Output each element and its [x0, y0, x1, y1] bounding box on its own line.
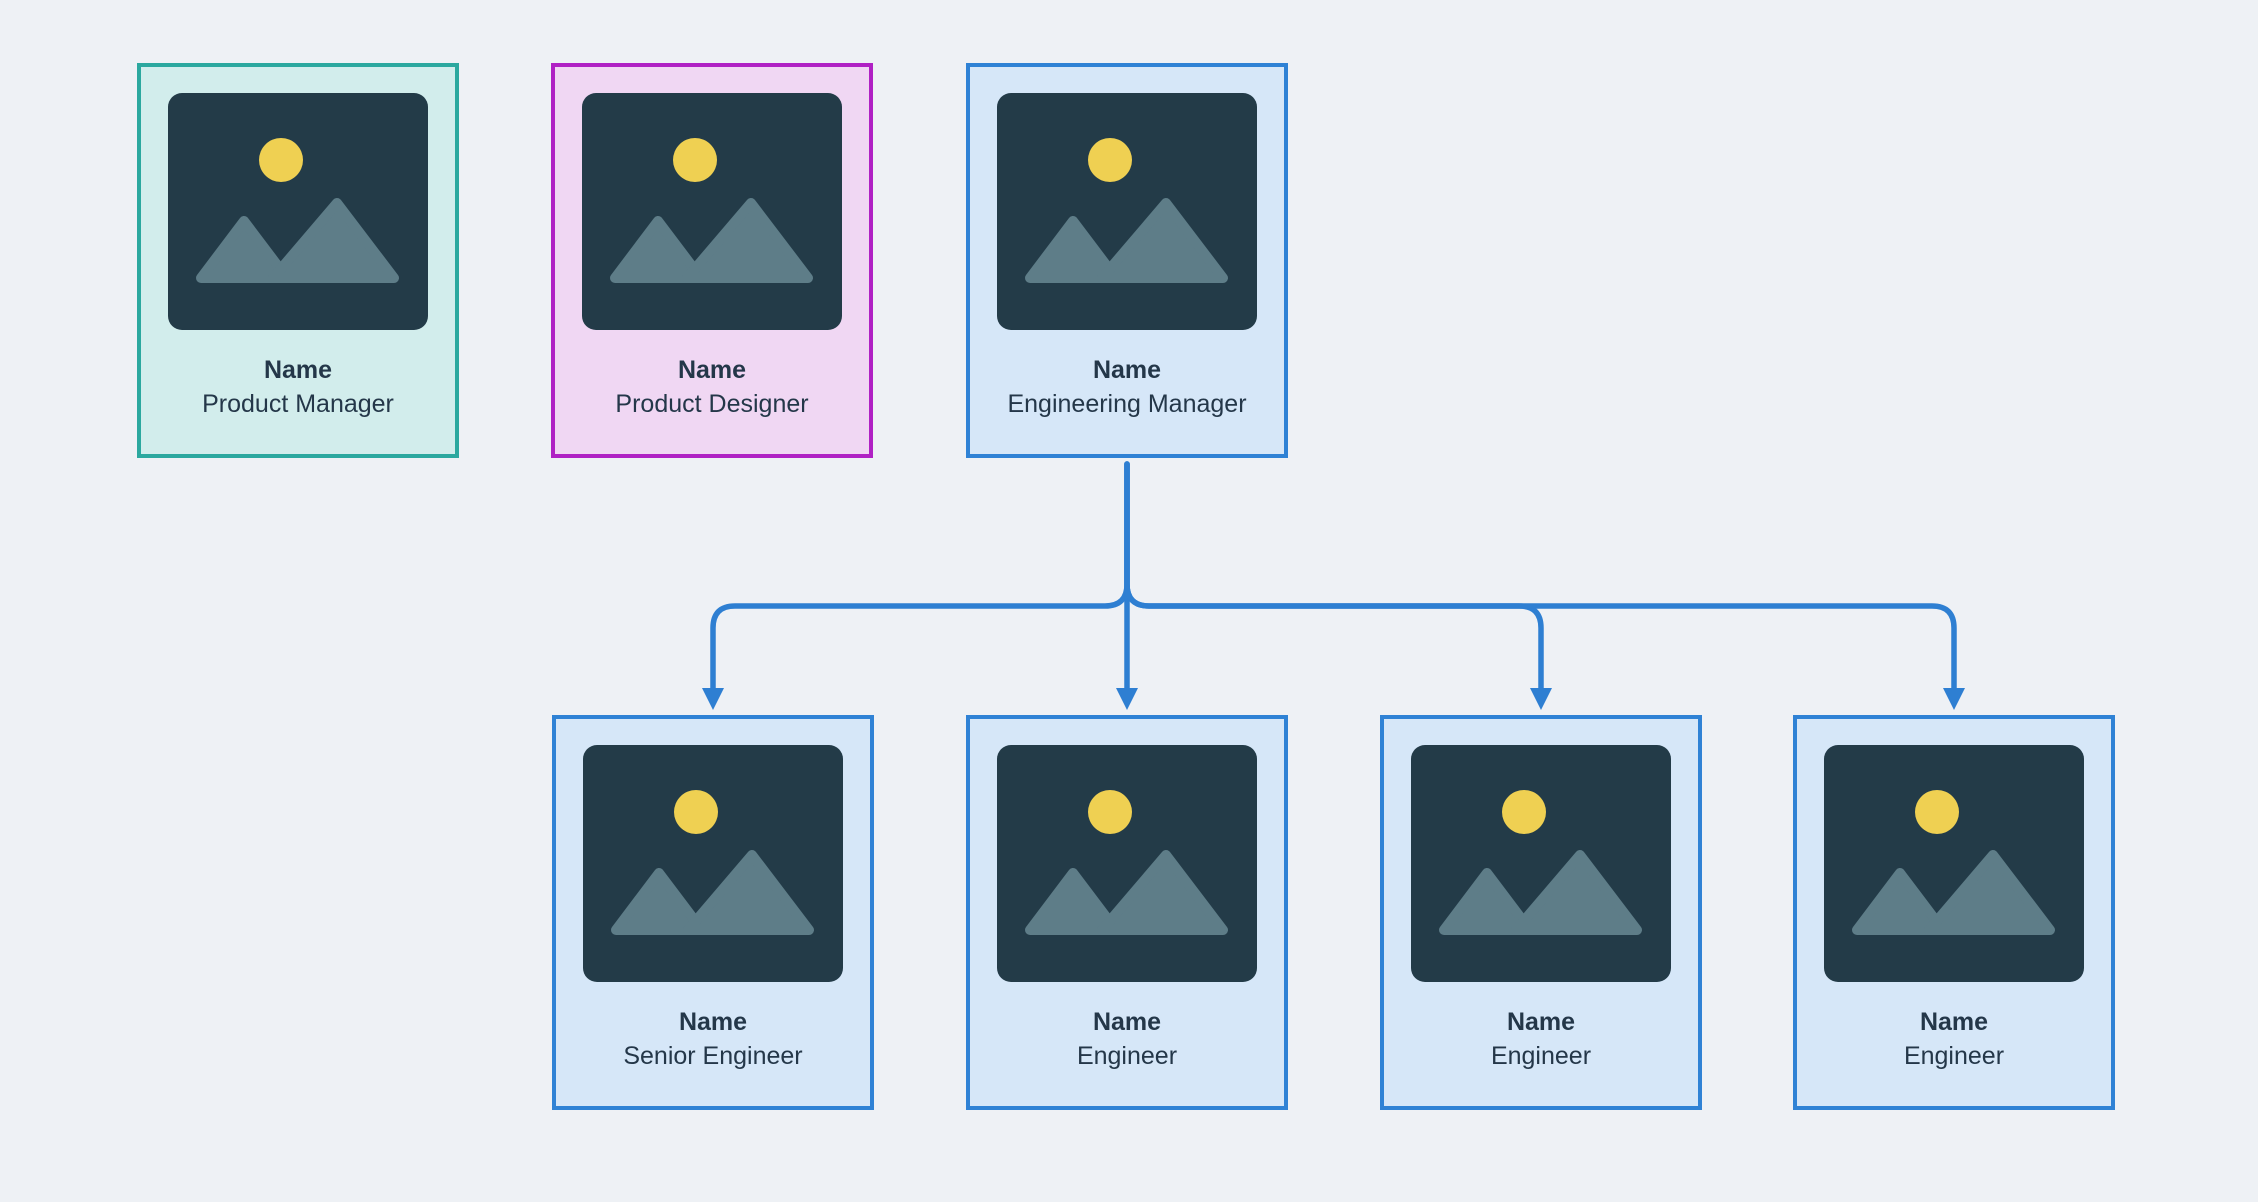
member-name: Name: [677, 356, 747, 384]
org-card-engineer-3[interactable]: Name Engineer: [1793, 715, 2115, 1110]
image-placeholder-icon: [1411, 745, 1671, 982]
member-role: Senior Engineer: [623, 1042, 803, 1070]
arrowhead-icon: [1530, 688, 1552, 710]
member-name: Name: [1506, 1008, 1576, 1036]
arrowhead-icon: [1943, 688, 1965, 710]
image-placeholder-icon: [1824, 745, 2084, 982]
member-name: Name: [263, 356, 333, 384]
member-role: Engineer: [1076, 1042, 1178, 1070]
image-placeholder-icon: [997, 93, 1257, 330]
image-placeholder-icon: [997, 745, 1257, 982]
connector-em-to-engineer-3: [1124, 461, 1957, 691]
org-card-senior-engineer[interactable]: Name Senior Engineer: [552, 715, 874, 1110]
member-name: Name: [1092, 1008, 1162, 1036]
org-card-engineering-manager[interactable]: Name Engineering Manager: [966, 63, 1288, 458]
org-card-product-manager[interactable]: Name Product Manager: [137, 63, 459, 458]
member-name: Name: [1092, 356, 1162, 384]
connector-em-to-senior-engineer: [710, 461, 1130, 691]
member-name: Name: [678, 1008, 748, 1036]
member-role: Engineer: [1903, 1042, 2005, 1070]
image-placeholder-icon: [583, 745, 843, 982]
member-role: Product Designer: [615, 390, 809, 418]
member-role: Engineering Manager: [1007, 390, 1247, 418]
org-card-product-designer[interactable]: Name Product Designer: [551, 63, 873, 458]
image-placeholder-icon: [168, 93, 428, 330]
image-placeholder-icon: [582, 93, 842, 330]
arrowhead-icon: [702, 688, 724, 710]
member-name: Name: [1919, 1008, 1989, 1036]
connector-em-to-engineer-2: [1124, 461, 1544, 691]
member-role: Engineer: [1490, 1042, 1592, 1070]
arrowhead-icon: [1116, 688, 1138, 710]
org-card-engineer-1[interactable]: Name Engineer: [966, 715, 1288, 1110]
org-card-engineer-2[interactable]: Name Engineer: [1380, 715, 1702, 1110]
member-role: Product Manager: [202, 390, 394, 418]
